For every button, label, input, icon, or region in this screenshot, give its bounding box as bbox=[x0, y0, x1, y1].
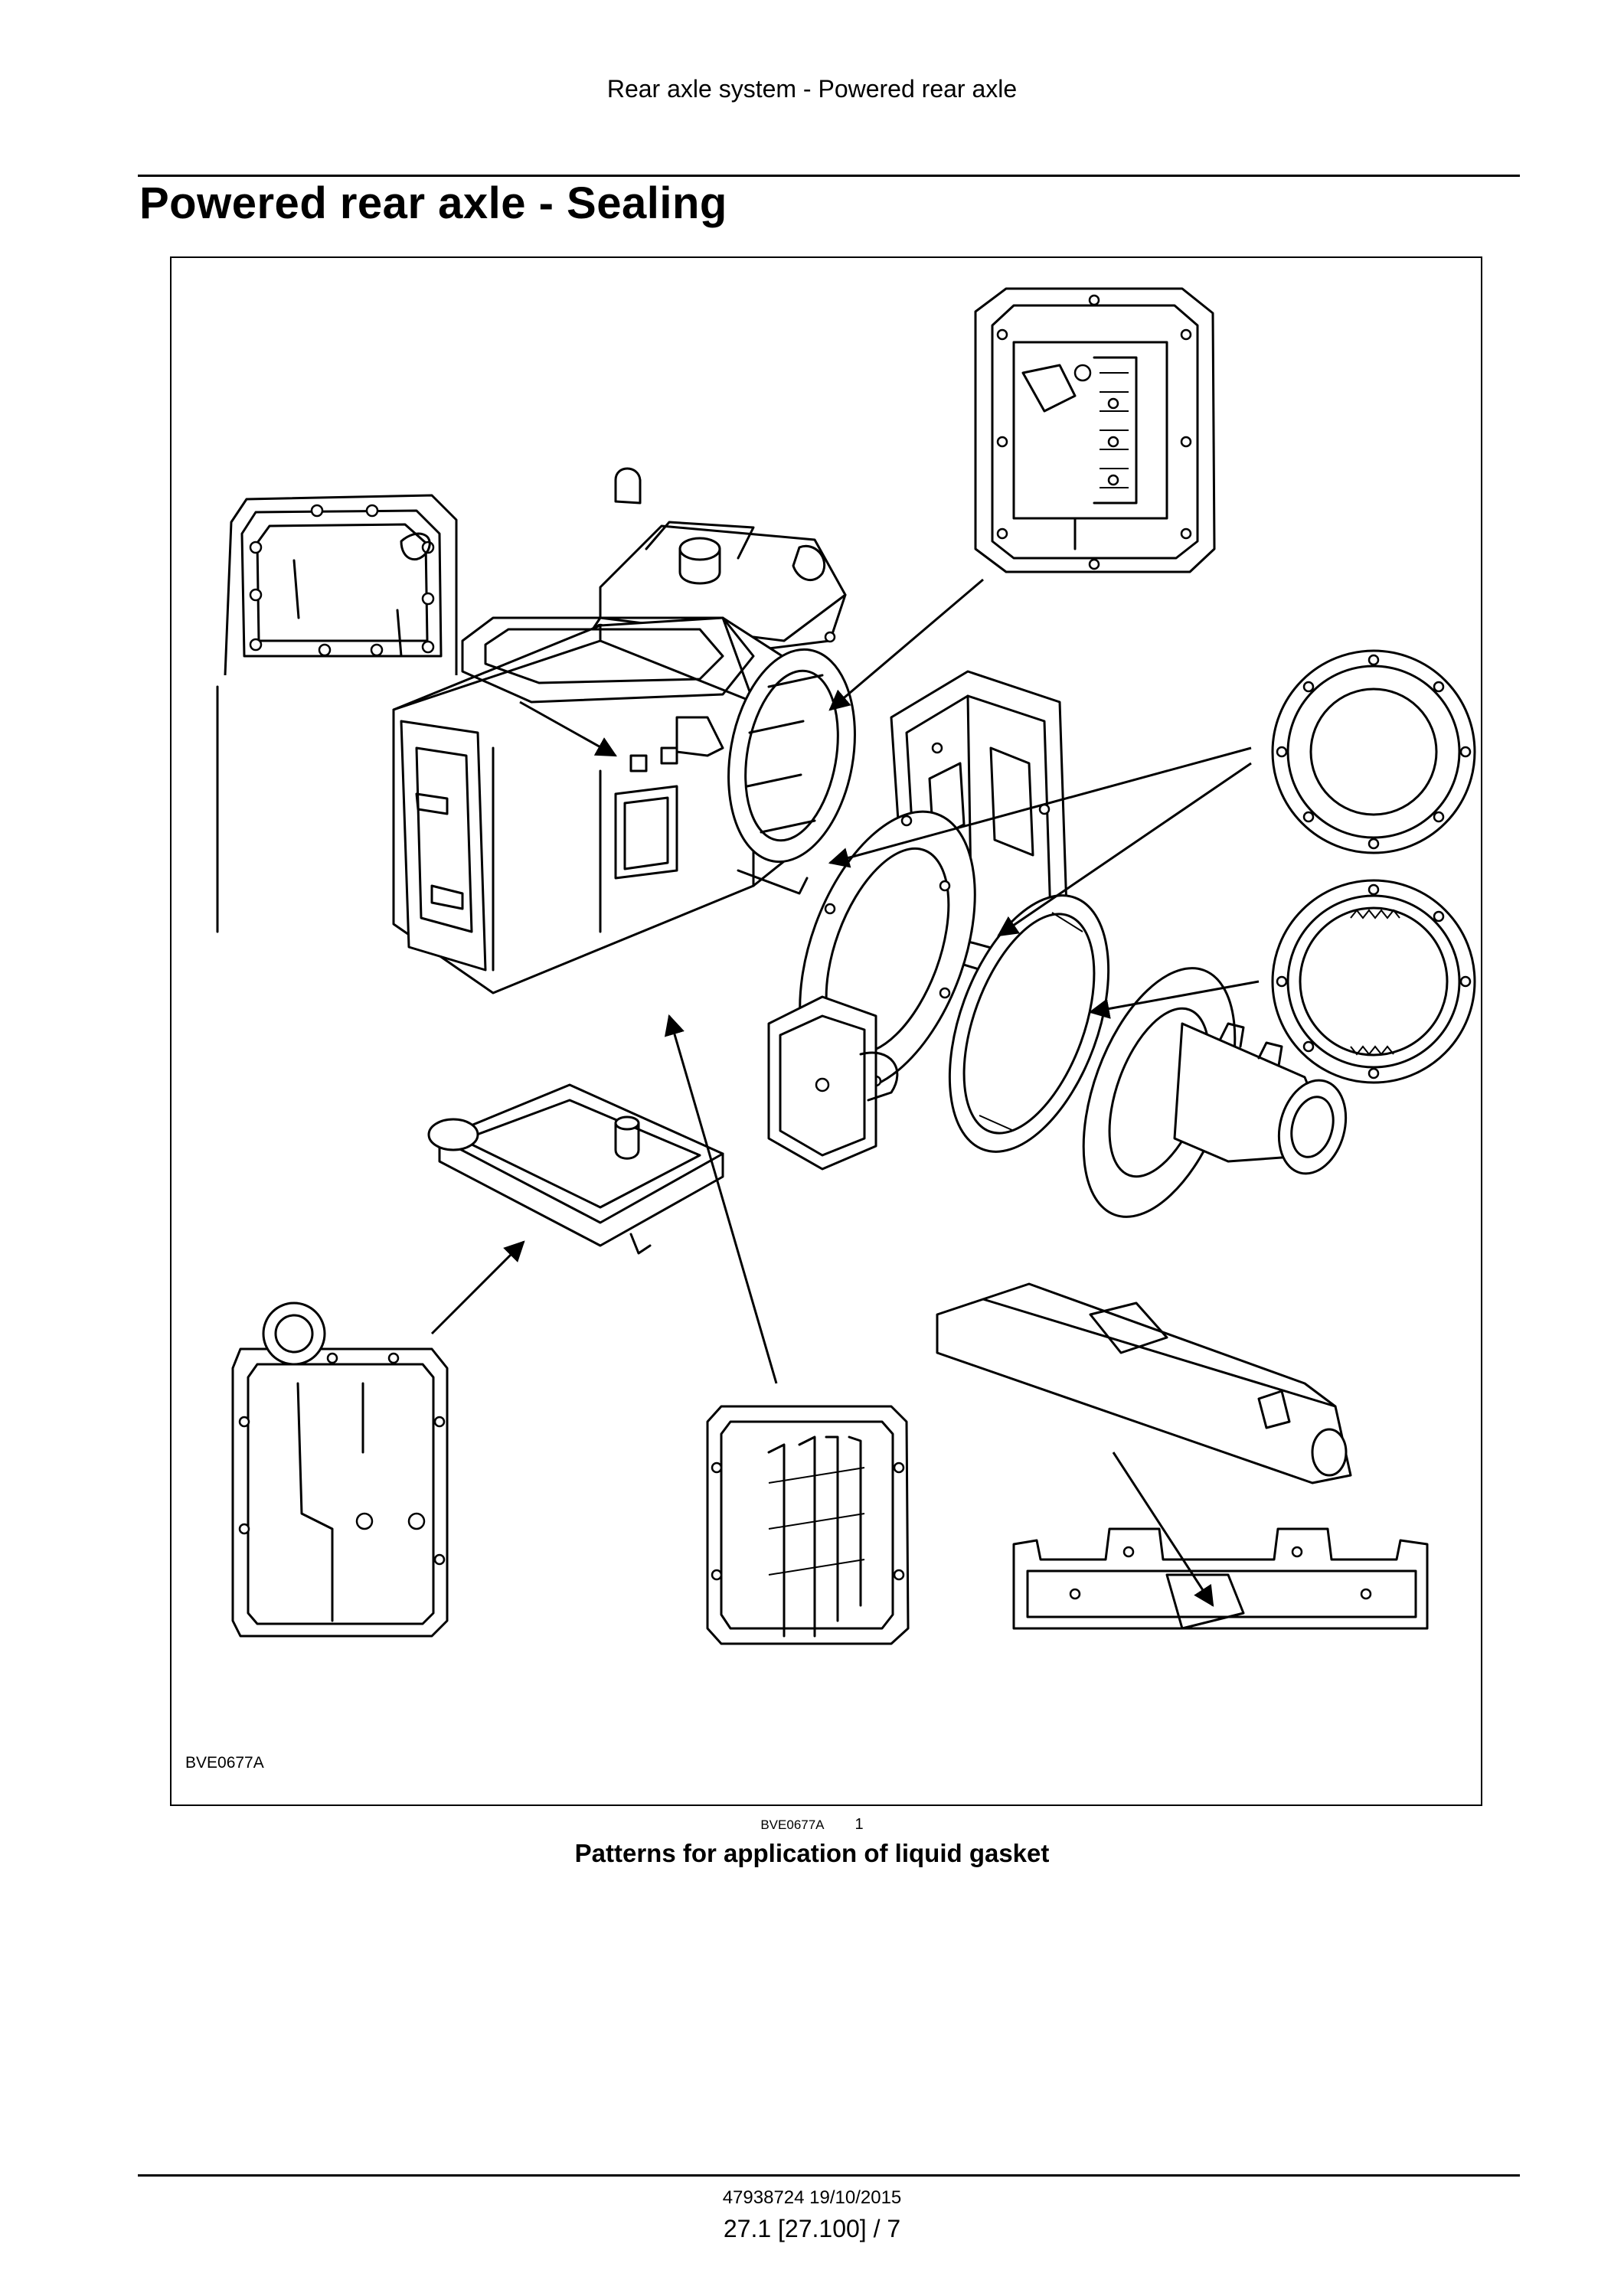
support-casting bbox=[936, 1282, 1352, 1484]
ring-gear-gasket-pattern bbox=[1271, 879, 1476, 1084]
brake-cover-gasket-pattern bbox=[706, 1405, 910, 1645]
pto-cover bbox=[767, 995, 899, 1171]
running-header: Rear axle system - Powered rear axle bbox=[606, 75, 1018, 103]
side-cover-gasket-pattern bbox=[974, 287, 1216, 573]
figure-ref-number: 1 bbox=[854, 1816, 864, 1833]
hydraulic-cover-casting bbox=[427, 1083, 724, 1255]
page-title: Powered rear axle - Sealing bbox=[139, 178, 727, 228]
figure-frame: BVE0677A bbox=[170, 256, 1482, 1806]
leader-arrows bbox=[430, 578, 1260, 1607]
figure-ref-code: BVE0677A bbox=[760, 1818, 825, 1832]
axle-exploded-drawing bbox=[216, 287, 1476, 1645]
bearing-ring-gasket-pattern bbox=[1271, 649, 1476, 854]
axle-trumpet-housing bbox=[1082, 967, 1348, 1218]
ring-gear bbox=[948, 894, 1110, 1153]
top-cover-casting bbox=[583, 467, 847, 658]
hydraulic-cover-gasket-pattern bbox=[231, 1302, 449, 1638]
footer-doc-line: 47938724 19/10/2015 bbox=[722, 2187, 902, 2208]
footer-page-number: 27.1 [27.100] / 7 bbox=[723, 2215, 901, 2242]
figure-reference: BVE0677A 1 bbox=[0, 1816, 1624, 1834]
footer-rule bbox=[138, 2174, 1520, 2177]
support-gasket-pattern bbox=[1012, 1527, 1429, 1630]
rear-axle-housing bbox=[392, 616, 856, 994]
figure-caption: Patterns for application of liquid gaske… bbox=[574, 1839, 1050, 1867]
top-cover-gasket-pattern bbox=[216, 494, 458, 933]
figure-code: BVE0677A bbox=[185, 1754, 264, 1772]
header-rule bbox=[138, 175, 1520, 177]
